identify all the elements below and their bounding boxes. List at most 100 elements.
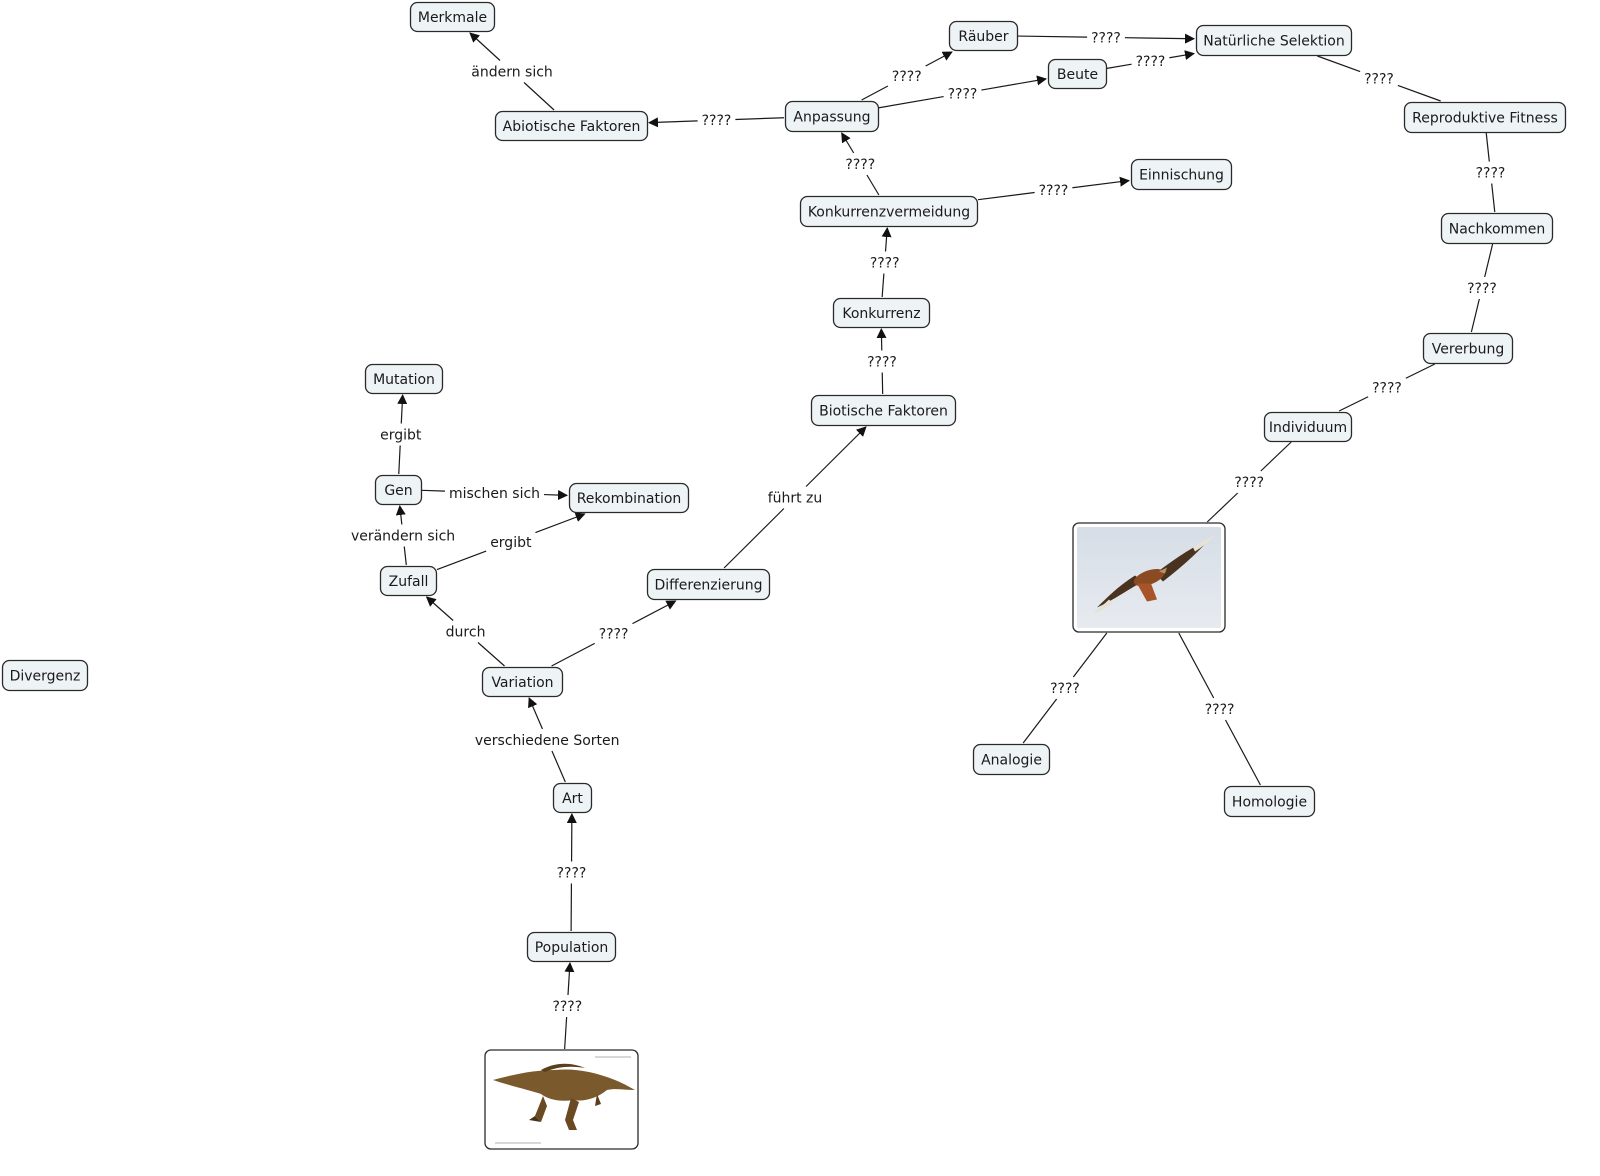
edge-arrow-segment [805, 426, 867, 487]
edge-konkurrenz-konkurrenzvermeidung: ???? [870, 227, 900, 298]
edge-dino_image-population: ???? [552, 962, 582, 1050]
node-label: Räuber [958, 29, 1008, 45]
node-dino_image[interactable] [484, 1049, 639, 1150]
edge-label: verschiedene Sorten [475, 733, 620, 749]
node-anpassung[interactable]: Anpassung [784, 100, 880, 133]
edge-variation-differenzierung: ???? [551, 600, 677, 667]
edge-line-segment [1022, 698, 1058, 744]
caption-line [595, 1056, 631, 1058]
node-population[interactable]: Population [526, 931, 617, 963]
edge-vererbung-individuum: ???? [1338, 363, 1436, 412]
edge-selektion-fitness: ???? [1317, 55, 1441, 102]
edge-label: ???? [557, 866, 587, 882]
edge-zufall-rekombination: ergibt [436, 512, 586, 571]
node-label: Art [562, 791, 583, 807]
node-box [481, 666, 564, 698]
edge-fitness-nachkommen: ???? [1476, 132, 1506, 213]
node-konkurrenz[interactable]: Konkurrenz [832, 297, 931, 329]
edge-line-segment [735, 117, 785, 121]
edge-line-segment [1224, 719, 1261, 786]
node-abiotische[interactable]: Abiotische Faktoren [494, 110, 649, 142]
node-beute[interactable]: Beute [1047, 58, 1108, 90]
node-box [526, 931, 617, 963]
edge-arrow-segment [1124, 33, 1195, 44]
edge-label: mischen sich [449, 486, 540, 502]
edge-arrow-segment [564, 962, 575, 996]
edge-variation-zufall: durch [425, 596, 505, 667]
edge-line-segment [436, 550, 487, 571]
node-homologie[interactable]: Homologie [1223, 785, 1316, 818]
node-label: Variation [491, 675, 553, 691]
edge-label: ???? [845, 157, 875, 173]
edge-label: ???? [1091, 30, 1121, 46]
edge-line-segment [551, 750, 566, 783]
edge-label: ???? [599, 627, 629, 643]
node-label: Einnischung [1139, 168, 1224, 184]
node-konkurrenzvermeidung[interactable]: Konkurrenzvermeidung [799, 195, 979, 228]
node-box [1263, 411, 1353, 443]
node-zufall[interactable]: Zufall [379, 565, 438, 597]
edge-line-segment [398, 445, 401, 475]
node-einnischung[interactable]: Einnischung [1130, 158, 1233, 191]
edge-label: ???? [1476, 166, 1506, 182]
edge-arrow-segment [425, 596, 454, 621]
edge-label: ergibt [490, 535, 532, 551]
node-box [948, 20, 1019, 52]
node-box [832, 297, 931, 329]
edge-label: ???? [1372, 381, 1402, 397]
node-label: Natürliche Selektion [1203, 34, 1345, 50]
edge-label: verändern sich [351, 529, 455, 545]
node-selektion[interactable]: Natürliche Selektion [1195, 24, 1353, 57]
edge-bird_image-homologie: ???? [1178, 632, 1261, 786]
node-merkmale[interactable]: Merkmale [409, 1, 496, 33]
edge-label: ???? [1234, 475, 1264, 491]
edge-arrow-segment [1072, 176, 1130, 189]
node-mutation[interactable]: Mutation [364, 363, 444, 395]
node-box [784, 100, 880, 133]
node-variation[interactable]: Variation [481, 666, 564, 698]
edge-line-segment [1484, 243, 1494, 278]
node-individuum[interactable]: Individuum [1263, 411, 1353, 443]
node-art[interactable]: Art [552, 782, 593, 814]
node-box [1422, 332, 1514, 365]
edge-line-segment [1405, 363, 1436, 379]
edge-line-segment [477, 642, 505, 667]
node-box [1, 659, 89, 692]
edges-layer: ändern sich?????????????????????????????… [351, 30, 1506, 1050]
node-label: Biotische Faktoren [819, 404, 948, 420]
node-bird_image[interactable] [1072, 522, 1226, 633]
node-label: Mutation [373, 372, 435, 388]
edge-anpassung-raeuber: ???? [861, 51, 953, 101]
edge-anpassung-beute: ???? [878, 75, 1047, 109]
node-raeuber[interactable]: Räuber [948, 20, 1019, 52]
edge-arrow-segment [535, 512, 586, 534]
edge-arrow-segment [528, 697, 544, 730]
node-nachkommen[interactable]: Nachkommen [1440, 212, 1554, 245]
node-box [379, 565, 438, 597]
edge-label: ???? [870, 256, 900, 272]
edge-arrow-segment [632, 600, 677, 625]
edge-line-segment [1397, 84, 1441, 102]
node-analogie[interactable]: Analogie [972, 743, 1051, 776]
red-kite-bird-icon [1093, 535, 1215, 614]
edge-raeuber-selektion: ???? [1017, 30, 1195, 46]
edge-line-segment [421, 489, 445, 492]
edge-gen-rekombination: mischen sich [421, 486, 568, 502]
edge-line-segment [1470, 298, 1480, 333]
node-fitness[interactable]: Reproduktive Fitness [1403, 101, 1567, 134]
node-biotische[interactable]: Biotische Faktoren [810, 394, 957, 427]
node-gen[interactable]: Gen [374, 474, 423, 506]
node-differenzierung[interactable]: Differenzierung [646, 568, 771, 601]
node-box [1195, 24, 1353, 57]
edge-nachkommen-vererbung: ???? [1467, 243, 1497, 333]
node-divergenz[interactable]: Divergenz [1, 659, 89, 692]
node-label: Divergenz [10, 669, 81, 685]
node-vererbung[interactable]: Vererbung [1422, 332, 1514, 365]
node-label: Individuum [1269, 420, 1347, 436]
edge-label: ???? [1205, 702, 1235, 718]
node-box [494, 110, 649, 142]
node-rekombination[interactable]: Rekombination [568, 482, 690, 514]
node-box [1130, 158, 1233, 191]
